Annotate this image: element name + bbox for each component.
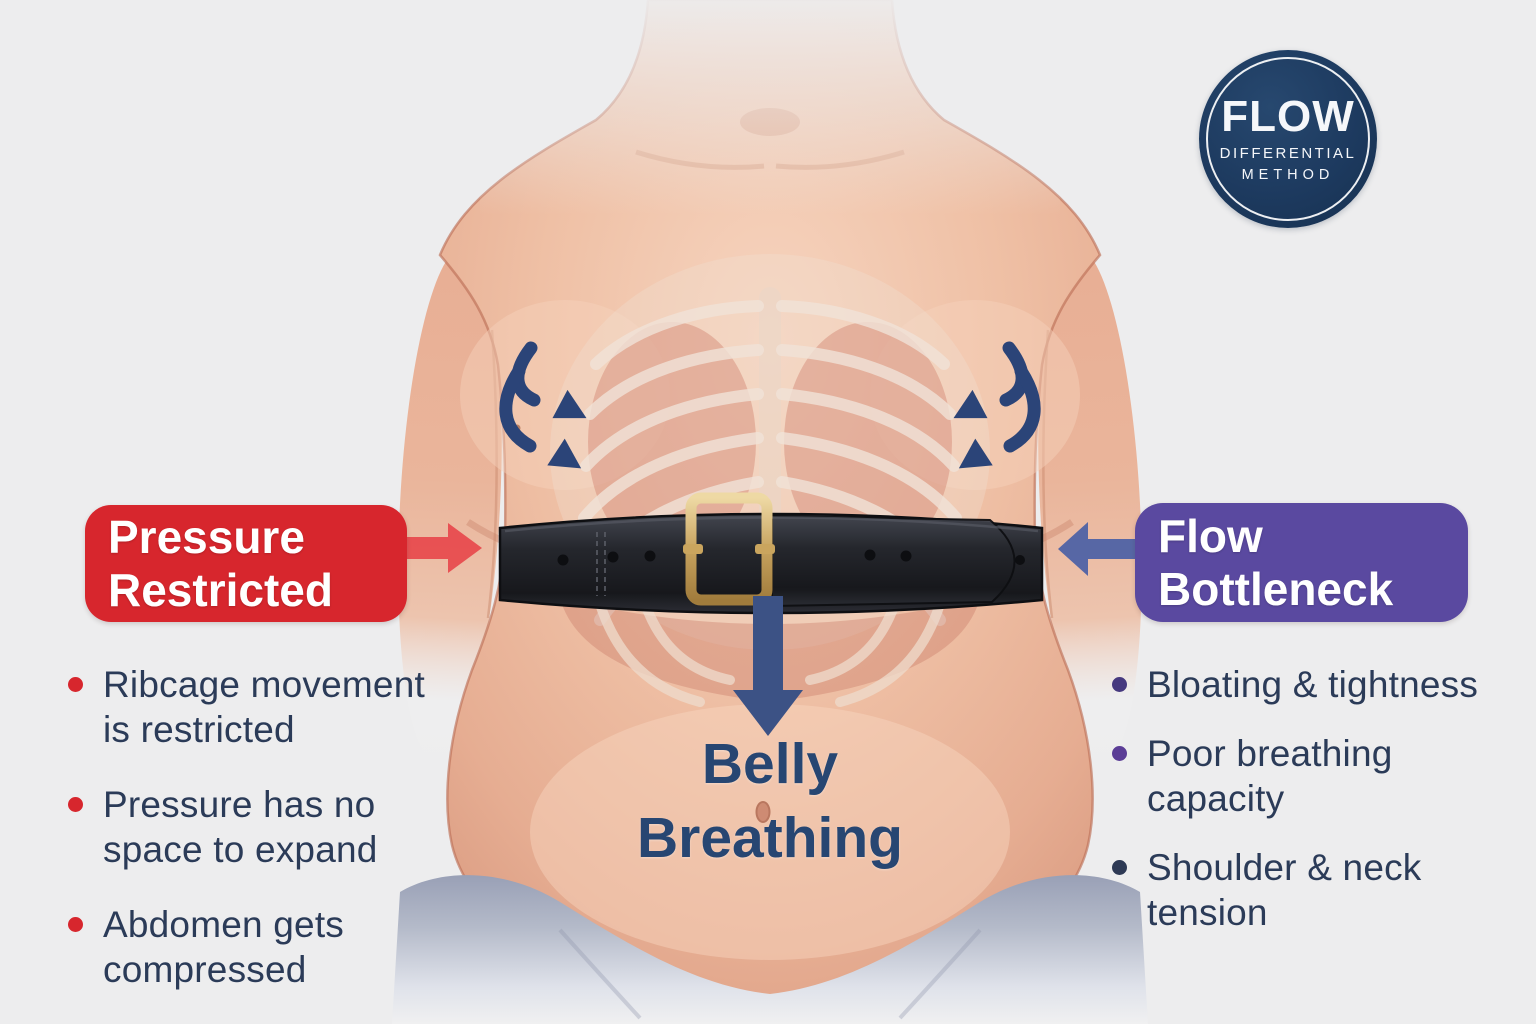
list-item: Ribcage movement is restricted [68, 662, 488, 752]
list-item-text: Poor breathing capacity [1147, 733, 1393, 819]
curved-arrow-icon [958, 364, 1041, 469]
flow-symptoms-list: Bloating & tightness Poor breathing capa… [1112, 662, 1532, 959]
callout-line: Bottleneck [1158, 562, 1394, 615]
belt [498, 492, 1044, 615]
belly-direction-arrow-icon [733, 596, 803, 736]
flow-method-badge: FLOW DIFFERENTIAL METHOD [1199, 50, 1377, 228]
belt-buckle [683, 492, 775, 606]
callout-line: Flow [1158, 509, 1263, 562]
badge-subtitle2: METHOD [1241, 167, 1335, 183]
list-item: Shoulder & neck tension [1112, 845, 1532, 935]
belt-holes [557, 549, 1025, 566]
navel [755, 801, 771, 823]
bullet-dot [68, 797, 83, 812]
belly-label-line: Breathing [636, 806, 904, 870]
bullet-dot [1112, 677, 1127, 692]
callout-line: Restricted [108, 563, 333, 616]
belly-breathing-label: Belly Breathing [520, 727, 1020, 875]
list-item-text: Shoulder & neck tension [1147, 847, 1422, 933]
list-item-text: Pressure has no space to expand [103, 784, 378, 870]
flow-bottleneck-callout: Flow Bottleneck [1135, 503, 1468, 622]
pressure-restricted-callout: Pressure Restricted [85, 505, 407, 622]
list-item-text: Bloating & tightness [1147, 664, 1479, 705]
pressure-arrow-icon [396, 523, 482, 573]
list-item: Bloating & tightness [1112, 662, 1532, 707]
bullet-dot [1112, 860, 1127, 875]
list-item: Pressure has no space to expand [68, 782, 488, 872]
curved-arrow-icon [499, 364, 582, 469]
list-item-text: Ribcage movement is restricted [103, 664, 425, 750]
list-item: Abdomen gets compressed [68, 902, 488, 992]
rib-collapse-arrows [499, 341, 1041, 469]
pants [392, 875, 1148, 1024]
badge-title: FLOW [1221, 92, 1355, 141]
callout-line: Pressure [108, 510, 305, 563]
list-item: Poor breathing capacity [1112, 731, 1532, 821]
pressure-effects-list: Ribcage movement is restricted Pressure … [68, 662, 488, 1022]
list-item-text: Abdomen gets compressed [103, 904, 345, 990]
bullet-dot [1112, 746, 1127, 761]
badge-subtitle: DIFFERENTIAL [1219, 145, 1357, 162]
bullet-dot [68, 917, 83, 932]
bullet-dot [68, 677, 83, 692]
belly-label-line: Belly [701, 732, 839, 796]
arms [398, 247, 1142, 763]
belly-highlight [530, 704, 1010, 960]
belt-stitching [596, 532, 606, 596]
